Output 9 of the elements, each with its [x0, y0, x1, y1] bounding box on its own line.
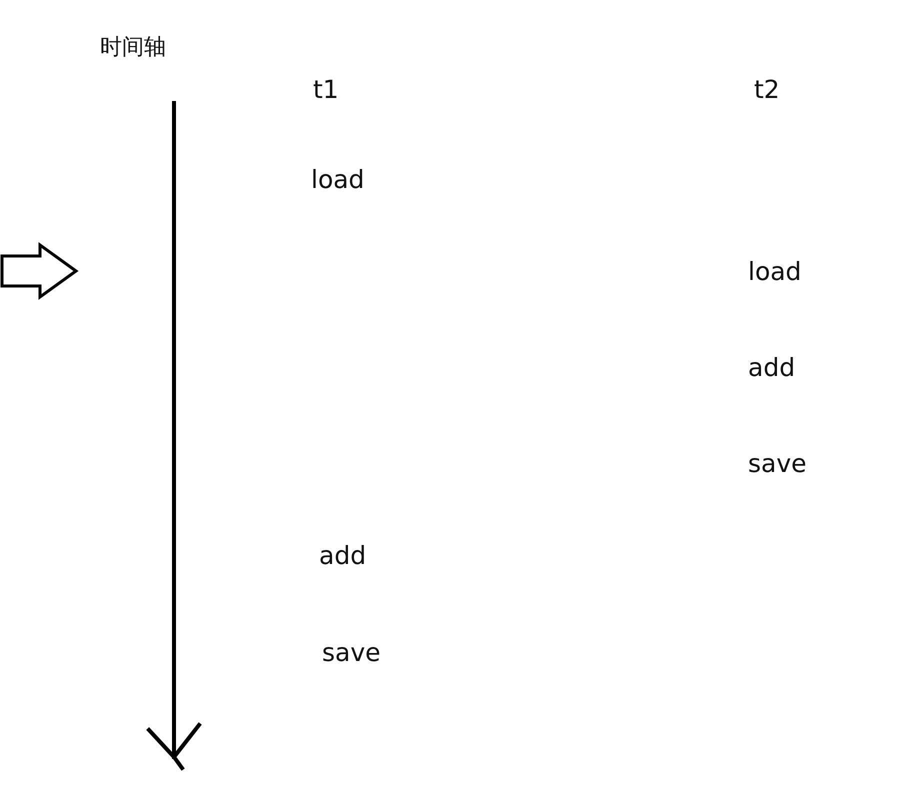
step-label: add [319, 543, 366, 568]
axis-label: 时间轴 [100, 37, 166, 59]
step-label: load [748, 259, 802, 284]
step-label: save [748, 451, 807, 476]
step-label: add [748, 355, 796, 380]
column-heading: t1 [313, 77, 339, 102]
step-label: save [322, 640, 381, 665]
step-label: load [311, 167, 364, 192]
column-heading: t2 [754, 77, 780, 102]
